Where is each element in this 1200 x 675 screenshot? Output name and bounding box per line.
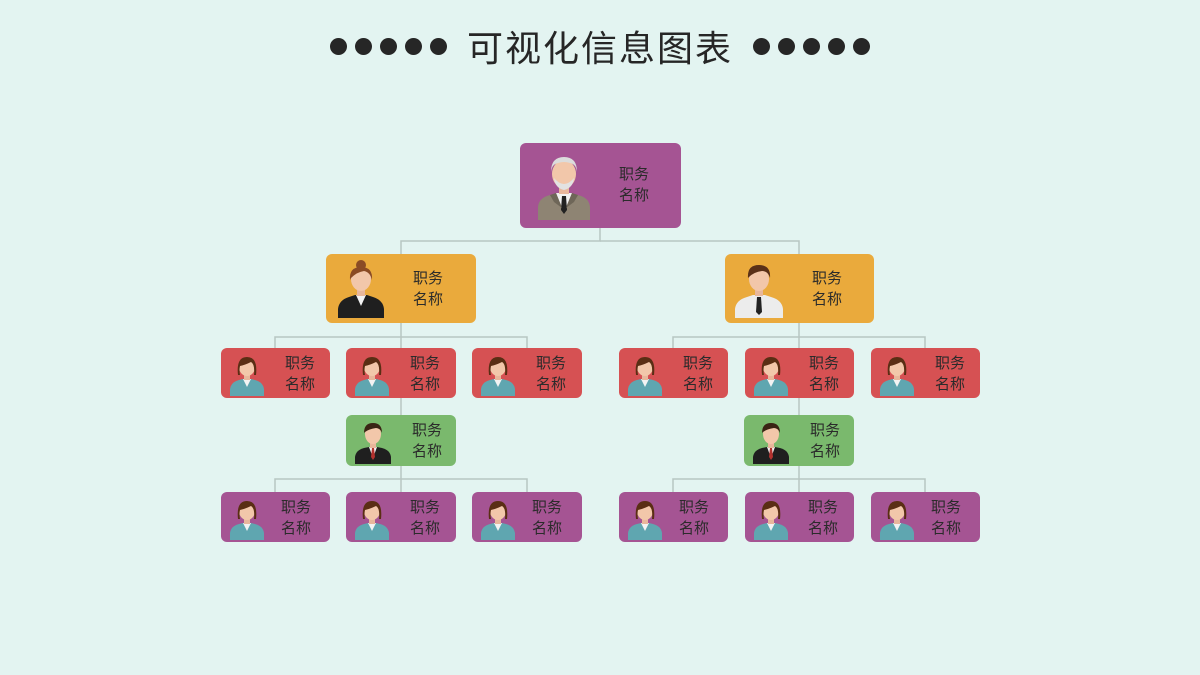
org-node-staff[interactable]: 职务名称 bbox=[472, 348, 582, 398]
connector bbox=[401, 478, 528, 492]
elderly-man-avatar-icon bbox=[538, 157, 590, 220]
woman-avatar-icon bbox=[880, 357, 914, 396]
node-title: 职务名称 bbox=[412, 269, 443, 308]
node-title: 职务名称 bbox=[284, 354, 315, 393]
woman-avatar-icon bbox=[230, 357, 264, 396]
connector bbox=[401, 336, 528, 348]
woman-avatar-icon bbox=[355, 357, 389, 396]
woman-avatar-icon bbox=[880, 501, 914, 540]
left-dots bbox=[329, 37, 447, 55]
node-title: 职务名称 bbox=[280, 498, 311, 537]
org-node-team-member[interactable]: 职务名称 bbox=[221, 492, 330, 542]
dot bbox=[778, 37, 795, 55]
connector bbox=[600, 240, 800, 254]
org-node-top[interactable]: 职务名称 bbox=[520, 143, 681, 228]
org-node-staff[interactable]: 职务名称 bbox=[745, 348, 854, 398]
node-title: 职务名称 bbox=[808, 354, 839, 393]
man-in-suit-avatar-icon bbox=[753, 423, 789, 464]
connector bbox=[400, 228, 601, 254]
org-node-team-member[interactable]: 职务名称 bbox=[871, 492, 980, 542]
org-node-lead-right[interactable]: 职务名称 bbox=[744, 415, 854, 466]
woman-avatar-icon bbox=[230, 501, 264, 540]
node-title: 职务名称 bbox=[409, 354, 440, 393]
org-node-staff[interactable]: 职务名称 bbox=[346, 348, 456, 398]
dot bbox=[329, 37, 347, 55]
node-title: 职务名称 bbox=[934, 354, 965, 393]
org-node-team-member[interactable]: 职务名称 bbox=[346, 492, 456, 542]
header: 可视化信息图表 bbox=[0, 22, 1200, 70]
dot bbox=[379, 37, 397, 55]
right-dots bbox=[753, 37, 870, 55]
dot bbox=[404, 37, 422, 55]
node-title: 职务名称 bbox=[531, 498, 562, 537]
dot bbox=[429, 37, 447, 55]
dot bbox=[853, 37, 870, 55]
node-title: 职务名称 bbox=[809, 421, 840, 460]
woman-avatar-icon bbox=[754, 357, 788, 396]
dot bbox=[354, 37, 372, 55]
connector bbox=[799, 336, 926, 348]
connector bbox=[672, 466, 800, 492]
woman-avatar-icon bbox=[481, 501, 515, 540]
org-node-manager-right[interactable]: 职务名称 bbox=[725, 254, 874, 323]
dot bbox=[803, 37, 820, 55]
node-title: 职务名称 bbox=[409, 498, 440, 537]
woman-avatar-icon bbox=[754, 501, 788, 540]
page-title: 可视化信息图表 bbox=[466, 29, 733, 70]
node-title: 职务名称 bbox=[678, 498, 709, 537]
woman-avatar-icon bbox=[628, 357, 662, 396]
org-node-lead-left[interactable]: 职务名称 bbox=[346, 415, 456, 466]
node-title: 职务名称 bbox=[411, 421, 442, 460]
connector bbox=[799, 478, 926, 492]
businesswoman-avatar-icon bbox=[338, 260, 384, 318]
connector bbox=[274, 466, 402, 492]
node-title: 职务名称 bbox=[811, 269, 842, 308]
node-title: 职务名称 bbox=[618, 165, 649, 204]
woman-avatar-icon bbox=[481, 357, 515, 396]
woman-avatar-icon bbox=[628, 501, 662, 540]
node-title: 职务名称 bbox=[682, 354, 713, 393]
org-node-staff[interactable]: 职务名称 bbox=[619, 348, 728, 398]
businessman-avatar-icon bbox=[735, 265, 783, 318]
org-node-staff[interactable]: 职务名称 bbox=[871, 348, 980, 398]
org-node-manager-left[interactable]: 职务名称 bbox=[326, 254, 476, 323]
man-in-suit-avatar-icon bbox=[355, 423, 391, 464]
node-title: 职务名称 bbox=[930, 498, 961, 537]
dot bbox=[753, 37, 770, 55]
org-node-team-member[interactable]: 职务名称 bbox=[745, 492, 854, 542]
connector bbox=[274, 323, 402, 348]
woman-avatar-icon bbox=[355, 501, 389, 540]
connector bbox=[672, 323, 800, 348]
org-node-staff[interactable]: 职务名称 bbox=[221, 348, 330, 398]
node-title: 职务名称 bbox=[807, 498, 838, 537]
org-node-team-member[interactable]: 职务名称 bbox=[619, 492, 728, 542]
dot bbox=[828, 37, 845, 55]
org-node-team-member[interactable]: 职务名称 bbox=[472, 492, 582, 542]
node-title: 职务名称 bbox=[535, 354, 566, 393]
